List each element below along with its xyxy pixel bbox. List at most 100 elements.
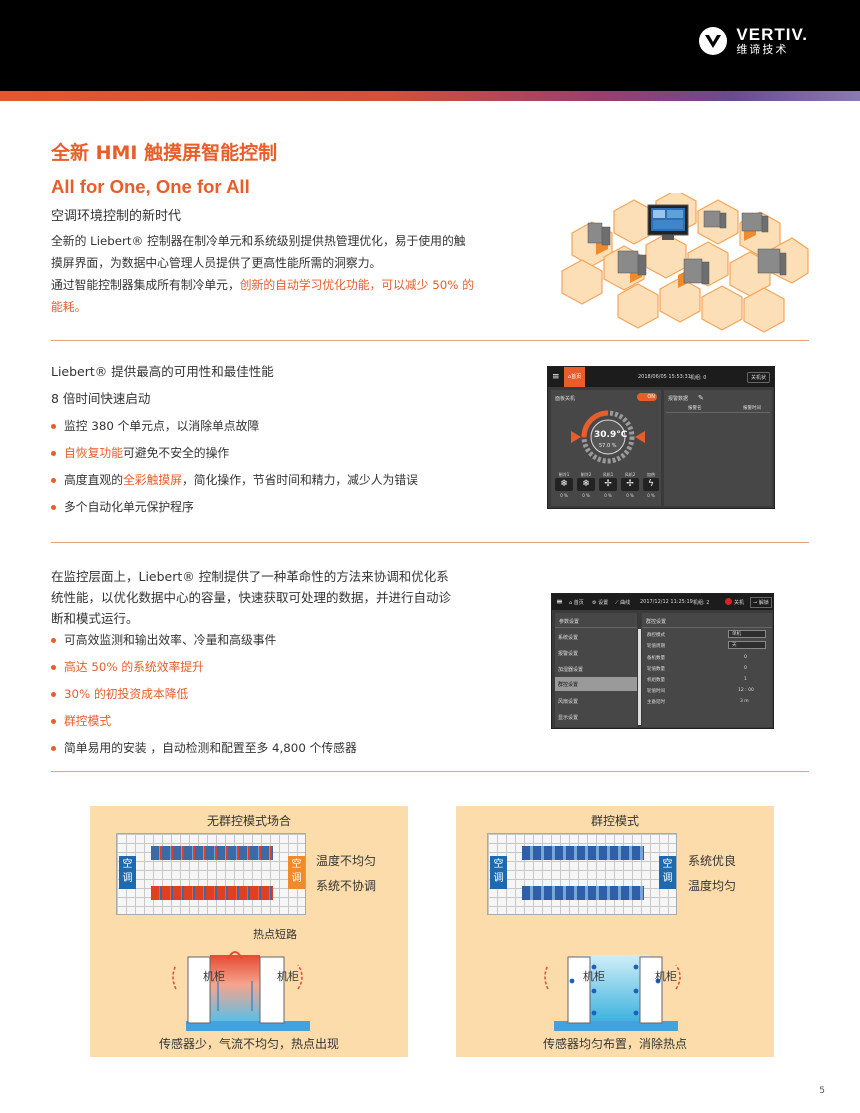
list-item: 高度直观的全彩触摸屏，简化操作，节省时间和精力，减少人为错误: [51, 471, 418, 498]
diagram-no-group-control: 无群控模式场合 空调 空调 温度不均匀 系统不协调 热点短路 机柜 机柜 传感器…: [90, 806, 408, 1057]
section2-heading: Liebert® 提供最高的可用性和最佳性能: [51, 364, 274, 379]
hmi-temperature: 30.9°C: [594, 430, 628, 440]
rack-row-bottom: [522, 886, 644, 900]
setting-label: 主备延时: [647, 700, 665, 705]
hmi-power: 关机: [734, 600, 745, 606]
list-item: 可高效监测和输出效率、冷量和高级事件: [51, 631, 357, 658]
section3-bullet-list: 可高效监测和输出效率、冷量和高级事件 高达 50% 的系统效率提升 30% 的初…: [51, 631, 357, 766]
diagram-caption: 传感器少，气流不均匀，热点出现: [158, 1037, 339, 1051]
menu-item-humidifier: 加湿器设置: [558, 667, 584, 673]
setting-label: 备机数量: [647, 656, 665, 661]
hmi-menu-title: 参数设置: [559, 619, 580, 625]
list-item: 30% 的初投资成本降低: [51, 685, 357, 712]
power-icon: [725, 598, 732, 605]
gradient-strip: [0, 91, 860, 101]
settings-nav: ⚙ 设置: [592, 600, 609, 606]
cabinet-label: 机柜: [583, 970, 605, 983]
rack-row-top: [522, 846, 644, 860]
menu-item-alarm: 报警设置: [558, 651, 579, 657]
hmi-group-panel-title: 群控设置: [646, 619, 667, 625]
setting-value: 0: [744, 655, 747, 660]
hotspot-label: 热点短路: [253, 928, 297, 941]
page-title: 全新 HMI 触摸屏智能控制: [51, 142, 278, 164]
menu-item-display: 显示设置: [558, 715, 579, 721]
hmi-humidity: 57.0 %: [599, 443, 617, 449]
rotation-period-select: 天: [728, 641, 766, 649]
setting-label: 轮值时间: [647, 689, 665, 694]
setting-value: 0: [744, 666, 747, 671]
diagram-label: 系统优良: [688, 854, 737, 868]
section-divider-3: [51, 771, 809, 772]
diagram-label: 温度均匀: [688, 879, 737, 893]
home-icon: ⌂: [569, 600, 574, 606]
setting-label: 轮值周期: [647, 644, 665, 649]
hmi-panel-title: 面板关机: [555, 396, 576, 402]
hamburger-menu-icon: ≡: [552, 372, 560, 382]
lightning-icon: ϟ: [643, 478, 659, 491]
section-divider-2: [51, 542, 809, 543]
setting-label: 机组数量: [647, 678, 665, 683]
setting-value: 1: [744, 677, 747, 682]
intro-paragraph-2: 通过智能控制器集成所有制冷单元，创新的自动学习优化功能，可以减少 50% 的 能…: [51, 278, 475, 314]
snowflake-icon: ❄: [577, 478, 595, 491]
tagline: 空调环境控制的新时代: [51, 209, 182, 224]
menu-scrollbar: [638, 629, 641, 725]
page-number: 5: [819, 1086, 825, 1096]
menu-item-group-control: 群控设置: [558, 682, 579, 688]
unlock-button: ⊸ 解锁: [750, 597, 772, 608]
floor-plan-grid: 空调 空调: [116, 833, 306, 915]
hmi-datetime: 2017/12/12 11:25:19: [640, 599, 693, 605]
brand-name-cn: 维谛技术: [736, 43, 789, 57]
brand-name: VERTIV.: [736, 25, 808, 45]
hmi-group-control-screenshot: ≡ ⌂ 首页 ⚙ 设置 ⟋ 曲线 2017/12/12 11:25:19 机组:…: [551, 593, 774, 729]
hmi-alarm-col-time: 报警时间: [743, 406, 761, 411]
fan-icon: ✢: [621, 478, 639, 491]
hmi-dashboard-screenshot: ≡ ⌂首页 2018/06/05 15:53:31 机组: 0 关机状 面板关机…: [547, 366, 775, 509]
airflow-diagram: [172, 951, 310, 1031]
intro-paragraph-1: 全新的 Liebert® 控制器在制冷单元和系统级别提供热管理优化，易于使用的触…: [51, 234, 466, 270]
hmi-icon-cooling1: 制冷1 ❄ 0 %: [555, 472, 573, 498]
hmi-temperature-gauge: [571, 410, 645, 464]
hmi-status: 关机状: [747, 372, 771, 383]
home-nav: ⌂ 首页: [569, 600, 584, 606]
cabinet-label: 机柜: [277, 970, 299, 983]
hmi-icon-cooling2: 制冷2 ❄ 0 %: [577, 472, 595, 498]
list-item: 简单易用的安装 ，自动检测和配置至多 4,800 个传感器: [51, 739, 357, 766]
hmi-icon-fan2: 风机2 ✢ 0 %: [621, 472, 639, 498]
vertiv-logo-icon: [699, 27, 728, 55]
hexagon-network-illustration: [561, 193, 809, 333]
ac-unit: 空调: [119, 856, 136, 889]
menu-item-system: 系统设置: [558, 635, 579, 641]
gear-icon: ⚙: [592, 600, 599, 606]
pencil-icon: ✎: [698, 394, 704, 402]
diagram-title: 无群控模式场合: [206, 814, 291, 828]
section-divider-1: [51, 340, 809, 341]
airflow-diagram: [544, 955, 681, 1031]
hmi-icon-heating: 加热 ϟ 0 %: [643, 472, 659, 498]
list-item: 高达 50% 的系统效率提升: [51, 658, 357, 685]
hamburger-menu-icon: ≡: [556, 597, 563, 606]
hmi-datetime: 2018/06/05 15:53:31: [638, 374, 691, 380]
home-icon: ⌂: [567, 374, 572, 380]
ac-unit: 空调: [490, 856, 507, 889]
list-item: 监控 380 个单元点，以消除单点故障: [51, 417, 418, 444]
setting-value: 12 : 00: [738, 688, 754, 693]
menu-item-fan: 风扇设置: [558, 699, 579, 705]
hmi-group-panel: 群控设置 群控模式 单机 轮值周期 天 备机数量 0 轮值数量 0 机组数量 1…: [642, 613, 772, 727]
cabinet-label: 机柜: [655, 970, 677, 983]
chart-icon: ⟋: [615, 600, 621, 606]
floor-plan-grid: 空调 空调: [487, 833, 677, 915]
setting-value: 3 m: [740, 699, 749, 704]
rack-row-bottom: [151, 886, 273, 900]
section3-paragraph: 在监控层面上，Liebert® 控制提供了一种革命性的方法来协调和优化系 统性能…: [51, 569, 452, 626]
ac-unit: 空调: [659, 856, 676, 889]
hmi-unit: 机组: 0: [690, 375, 707, 381]
group-mode-select: 单机: [728, 630, 766, 638]
hmi-settings-menu: 参数设置 系统设置 报警设置 加湿器设置 群控设置 风扇设置 显示设置: [555, 613, 641, 727]
rack-row-top: [151, 846, 273, 860]
lock-icon: ⊸: [753, 600, 759, 606]
diagram-label: 系统不协调: [316, 879, 377, 893]
list-item: 多个自动化单元保护程序: [51, 498, 418, 525]
page-subtitle: All for One, One for All: [51, 176, 250, 197]
setting-label: 群控模式: [647, 633, 665, 638]
